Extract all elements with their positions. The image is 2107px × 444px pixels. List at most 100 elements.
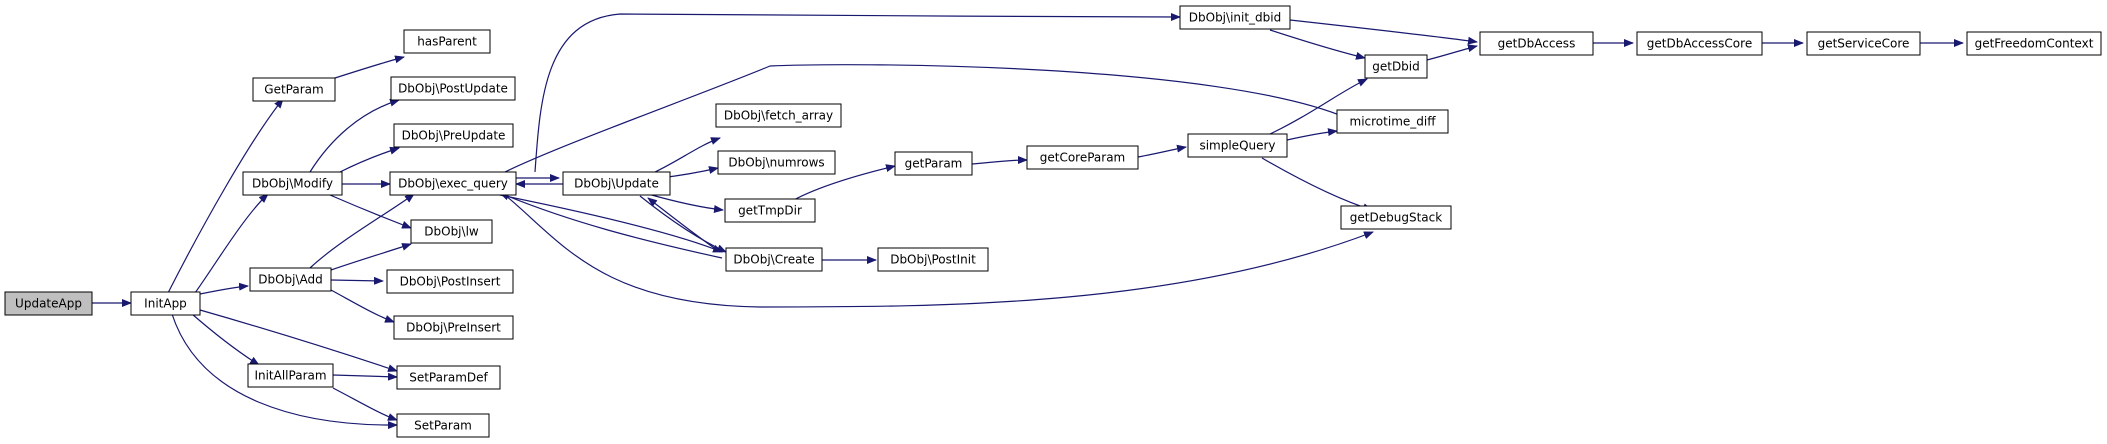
node-label: getDbAccessCore xyxy=(1647,37,1752,51)
edge-initapp-add xyxy=(199,282,249,295)
edge-execquery-create xyxy=(489,192,723,253)
node-dbobj-postinsert[interactable]: DbObj\PostInsert xyxy=(386,269,514,294)
node-dbobj-lw[interactable]: DbObj\lw xyxy=(410,219,493,244)
node-dbobj-postinit[interactable]: DbObj\PostInit xyxy=(877,247,989,272)
node-getparam-core[interactable]: getParam xyxy=(894,151,973,176)
node-label: DbObj\init_dbid xyxy=(1189,11,1281,25)
node-label: getDbAccess xyxy=(1498,37,1576,51)
edge-execquery-microtime xyxy=(504,64,1348,173)
node-label: DbObj\numrows xyxy=(728,156,824,170)
node-getdebugstack[interactable]: getDebugStack xyxy=(1340,205,1452,230)
node-label: DbObj\Add xyxy=(258,273,323,287)
edge-add-preinsert xyxy=(330,289,395,323)
edge-getparam-getcoreparam xyxy=(971,156,1028,165)
node-dbobj-init-dbid[interactable]: DbObj\init_dbid xyxy=(1179,5,1291,30)
node-initapp[interactable]: InitApp xyxy=(130,291,201,316)
node-label: hasParent xyxy=(417,35,477,49)
node-label: getParam xyxy=(905,157,963,171)
edge-getparam-hasparent xyxy=(334,55,405,79)
node-label: DbObj\PostUpdate xyxy=(398,82,508,96)
node-getdbaccesscore[interactable]: getDbAccessCore xyxy=(1636,31,1763,56)
node-label: DbObj\exec_query xyxy=(398,177,508,191)
node-getdbaccess[interactable]: getDbAccess xyxy=(1479,31,1594,56)
edge-add-postinsert xyxy=(330,276,384,285)
edge-initapp-modify xyxy=(194,193,269,294)
node-label: InitApp xyxy=(144,297,187,311)
edge-initapp-setparamdef xyxy=(199,309,398,372)
node-label: DbObj\lw xyxy=(424,225,479,239)
node-getparam[interactable]: GetParam xyxy=(252,77,336,102)
nodes: UpdateApp InitApp GetParam hasParent DbO… xyxy=(4,5,2102,438)
node-dbobj-update[interactable]: DbObj\Update xyxy=(562,171,671,196)
node-gettmpdir[interactable]: getTmpDir xyxy=(724,198,816,223)
node-dbobj-add[interactable]: DbObj\Add xyxy=(249,267,332,292)
edge-execquery-getdebugstack xyxy=(504,194,1374,308)
node-getservicecore[interactable]: getServiceCore xyxy=(1806,31,1921,56)
node-dbobj-exec-query[interactable]: DbObj\exec_query xyxy=(389,171,517,196)
edge-add-lw xyxy=(330,243,412,271)
node-label: microtime_diff xyxy=(1350,115,1437,129)
node-label: simpleQuery xyxy=(1199,139,1275,153)
node-label: getTmpDir xyxy=(738,204,802,218)
node-dbobj-preupdate[interactable]: DbObj\PreUpdate xyxy=(393,123,514,148)
edge-create-execquery xyxy=(499,192,723,259)
edge-getdbid-getdbaccess xyxy=(1426,44,1478,61)
edge-initallparam-setparam xyxy=(332,387,398,421)
node-label: GetParam xyxy=(264,83,323,97)
node-dbobj-preinsert[interactable]: DbObj\PreInsert xyxy=(393,315,514,340)
node-dbobj-fetch-array[interactable]: DbObj\fetch_array xyxy=(715,103,842,128)
node-initallparam[interactable]: InitAllParam xyxy=(247,363,334,388)
node-label: getFreedomContext xyxy=(1975,37,2094,51)
edge-initapp-initallparam xyxy=(191,313,260,366)
node-label: SetParam xyxy=(414,419,472,433)
edge-modify-preupdate xyxy=(339,146,400,173)
edge-gettmpdir-getparam xyxy=(789,164,896,203)
node-dbobj-modify[interactable]: DbObj\Modify xyxy=(242,171,343,196)
node-label: DbObj\Create xyxy=(733,253,814,267)
edge-modify-postupdate xyxy=(309,98,400,173)
edge-modify-lw xyxy=(329,194,412,229)
node-dbobj-numrows[interactable]: DbObj\numrows xyxy=(717,150,836,175)
node-label: DbObj\PostInit xyxy=(890,253,976,267)
node-getfreedomcontext[interactable]: getFreedomContext xyxy=(1966,31,2102,56)
node-label: DbObj\PreInsert xyxy=(406,321,501,335)
node-dbobj-create[interactable]: DbObj\Create xyxy=(725,247,823,272)
node-label: DbObj\PostInsert xyxy=(400,275,501,289)
edge-initdbid-getdbid xyxy=(1269,29,1366,60)
node-label: getDebugStack xyxy=(1350,211,1442,225)
edge-initallparam-setparamdef xyxy=(332,372,398,381)
edge-simplequery-getdebugstack xyxy=(1261,157,1373,212)
node-updateapp[interactable]: UpdateApp xyxy=(4,291,93,316)
node-label: DbObj\Modify xyxy=(252,177,333,191)
edge-getcoreparam-simplequery xyxy=(1137,144,1187,158)
edge-execquery-initdbid xyxy=(534,12,1181,173)
node-label: getServiceCore xyxy=(1818,37,1910,51)
node-hasparent[interactable]: hasParent xyxy=(403,29,491,54)
node-label: DbObj\Update xyxy=(574,177,659,191)
edge-simplequery-microtime xyxy=(1286,128,1338,141)
edge-initapp-setparam xyxy=(171,313,398,430)
edge-update-create xyxy=(639,195,727,253)
node-label: getDbid xyxy=(1372,60,1420,74)
edge-add-execquery xyxy=(309,193,415,269)
node-label: UpdateApp xyxy=(15,297,82,311)
node-microtime-diff[interactable]: microtime_diff xyxy=(1336,109,1449,134)
node-label: DbObj\PreUpdate xyxy=(402,129,506,143)
node-label: InitAllParam xyxy=(254,369,326,383)
edges xyxy=(92,12,1964,430)
node-simplequery[interactable]: simpleQuery xyxy=(1187,133,1288,158)
edge-create-update xyxy=(647,197,721,253)
node-setparamdef[interactable]: SetParamDef xyxy=(396,365,501,390)
edge-update-fetcharray xyxy=(654,137,721,173)
node-getdbid[interactable]: getDbid xyxy=(1364,54,1428,79)
edge-update-gettmpdir xyxy=(647,193,724,213)
node-getcoreparam[interactable]: getCoreParam xyxy=(1026,145,1139,170)
edge-initapp-getparam xyxy=(167,98,284,294)
node-label: SetParamDef xyxy=(409,371,488,385)
node-dbobj-postupdate[interactable]: DbObj\PostUpdate xyxy=(390,76,516,101)
node-label: getCoreParam xyxy=(1040,151,1126,165)
node-setparam[interactable]: SetParam xyxy=(396,413,490,438)
node-label: DbObj\fetch_array xyxy=(724,109,833,123)
edge-simplequery-getdbid xyxy=(1269,78,1368,135)
